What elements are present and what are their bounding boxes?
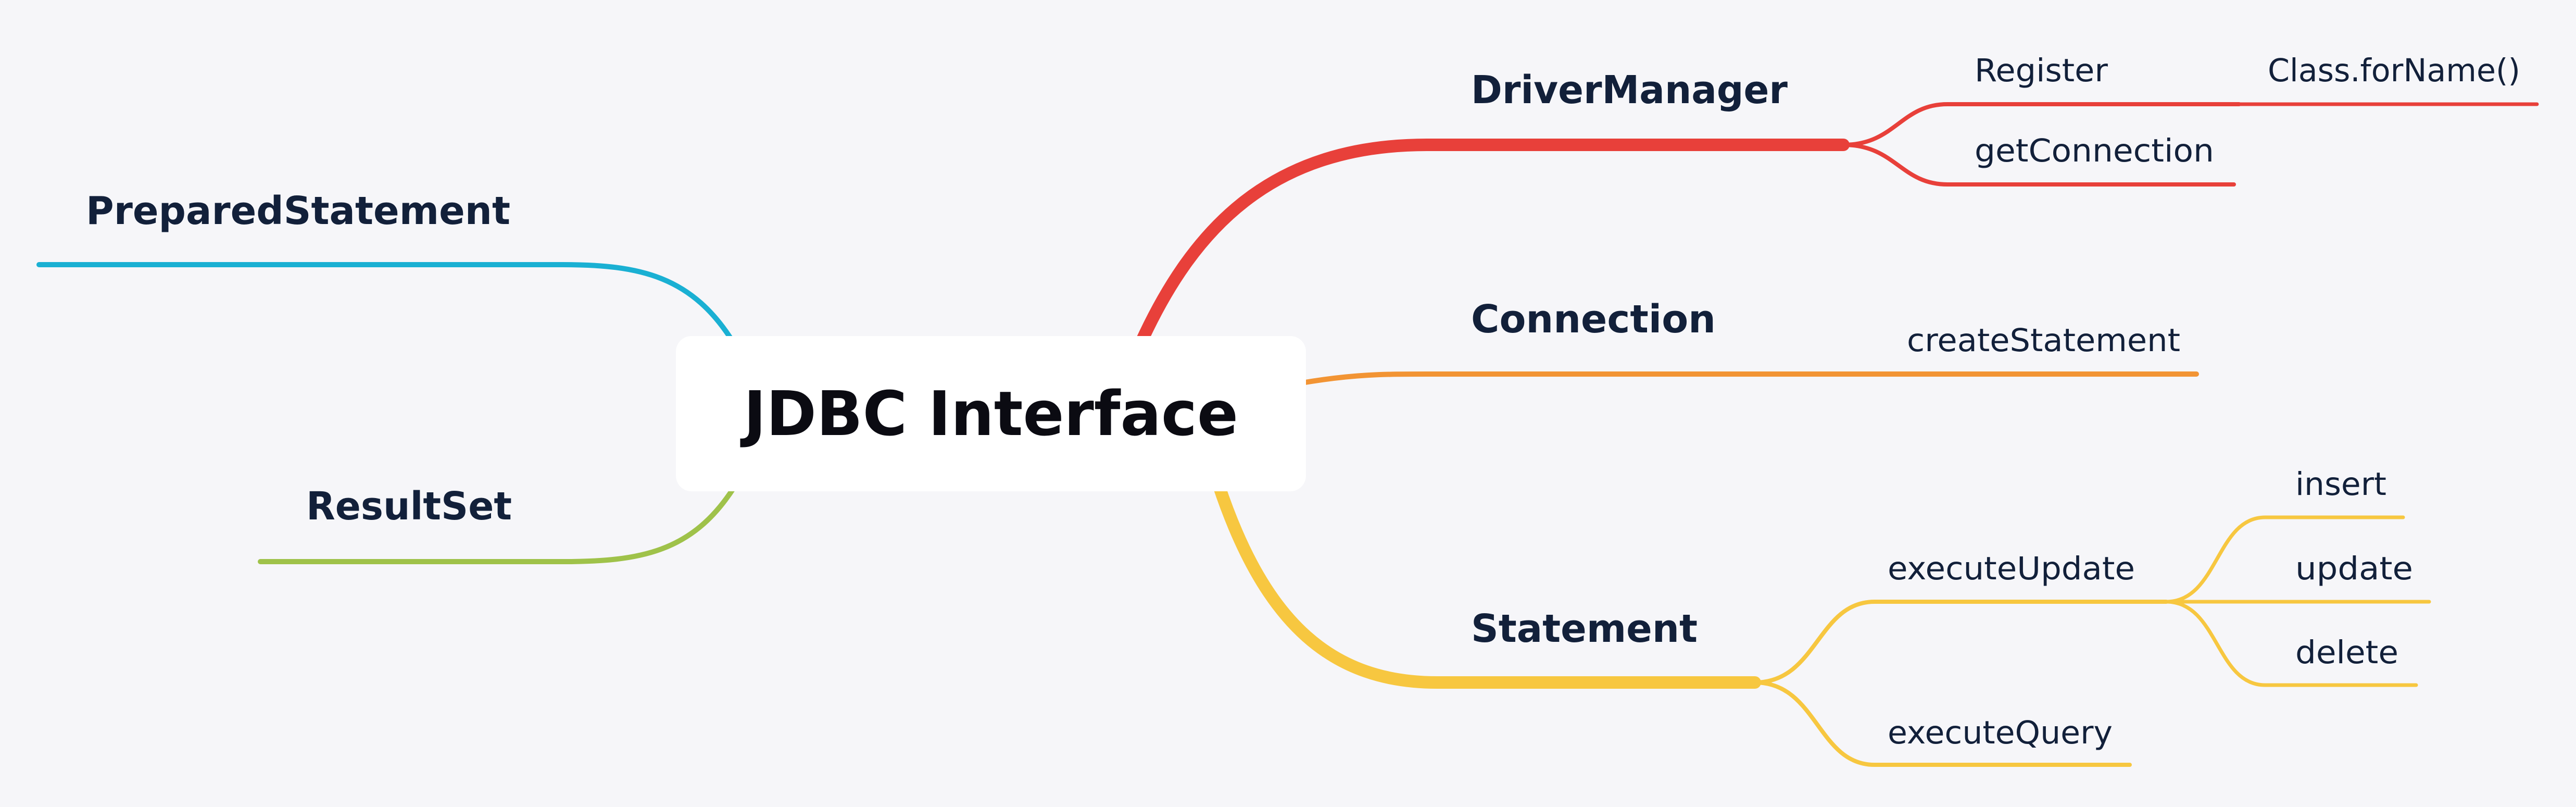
edge-root-resultset bbox=[258, 485, 737, 564]
subtopic-getconnection[interactable]: getConnection bbox=[1975, 132, 2214, 169]
edges-connection bbox=[1299, 371, 2199, 386]
edges-driver-manager bbox=[1134, 102, 2539, 350]
topic-resultset[interactable]: ResultSet bbox=[306, 484, 512, 529]
edge-root-preparedstatement bbox=[36, 262, 737, 346]
edges-prepared-statement bbox=[36, 262, 737, 346]
topic-statement[interactable]: Statement bbox=[1471, 606, 1698, 651]
edge-executeupdate-delete bbox=[2164, 600, 2418, 687]
subtopic-executeupdate[interactable]: executeUpdate bbox=[1888, 550, 2135, 587]
root-node[interactable]: JDBC Interface bbox=[676, 336, 1306, 491]
edges-statement bbox=[1212, 478, 2431, 767]
subtopic-classforname[interactable]: Class.forName() bbox=[2268, 52, 2520, 89]
edge-statement-executeupdate bbox=[1753, 600, 2168, 685]
edge-drivermanager-getconnection bbox=[1841, 143, 2236, 187]
edge-executeupdate-insert bbox=[2164, 515, 2405, 604]
edge-root-connection bbox=[1299, 371, 2199, 386]
topic-connection[interactable]: Connection bbox=[1471, 297, 1716, 342]
subtopic-delete[interactable]: delete bbox=[2295, 634, 2398, 671]
edge-root-drivermanager bbox=[1134, 139, 1850, 350]
root-node-box bbox=[676, 336, 1306, 491]
topic-preparedstatement[interactable]: PreparedStatement bbox=[86, 189, 510, 233]
edge-statement-executequery bbox=[1753, 680, 2132, 767]
edge-root-statement bbox=[1212, 478, 1761, 689]
edges-result-set bbox=[258, 485, 737, 564]
subtopic-createstatement[interactable]: createStatement bbox=[1907, 322, 2180, 359]
root-title: JDBC Interface bbox=[740, 378, 1238, 450]
subtopic-register[interactable]: Register bbox=[1975, 52, 2108, 89]
edge-drivermanager-register bbox=[1841, 102, 2241, 147]
topic-drivermanager[interactable]: DriverManager bbox=[1471, 68, 1788, 113]
subtopic-update[interactable]: update bbox=[2295, 550, 2413, 587]
subtopic-insert[interactable]: insert bbox=[2295, 466, 2386, 503]
subtopic-executequery[interactable]: executeQuery bbox=[1888, 714, 2113, 751]
